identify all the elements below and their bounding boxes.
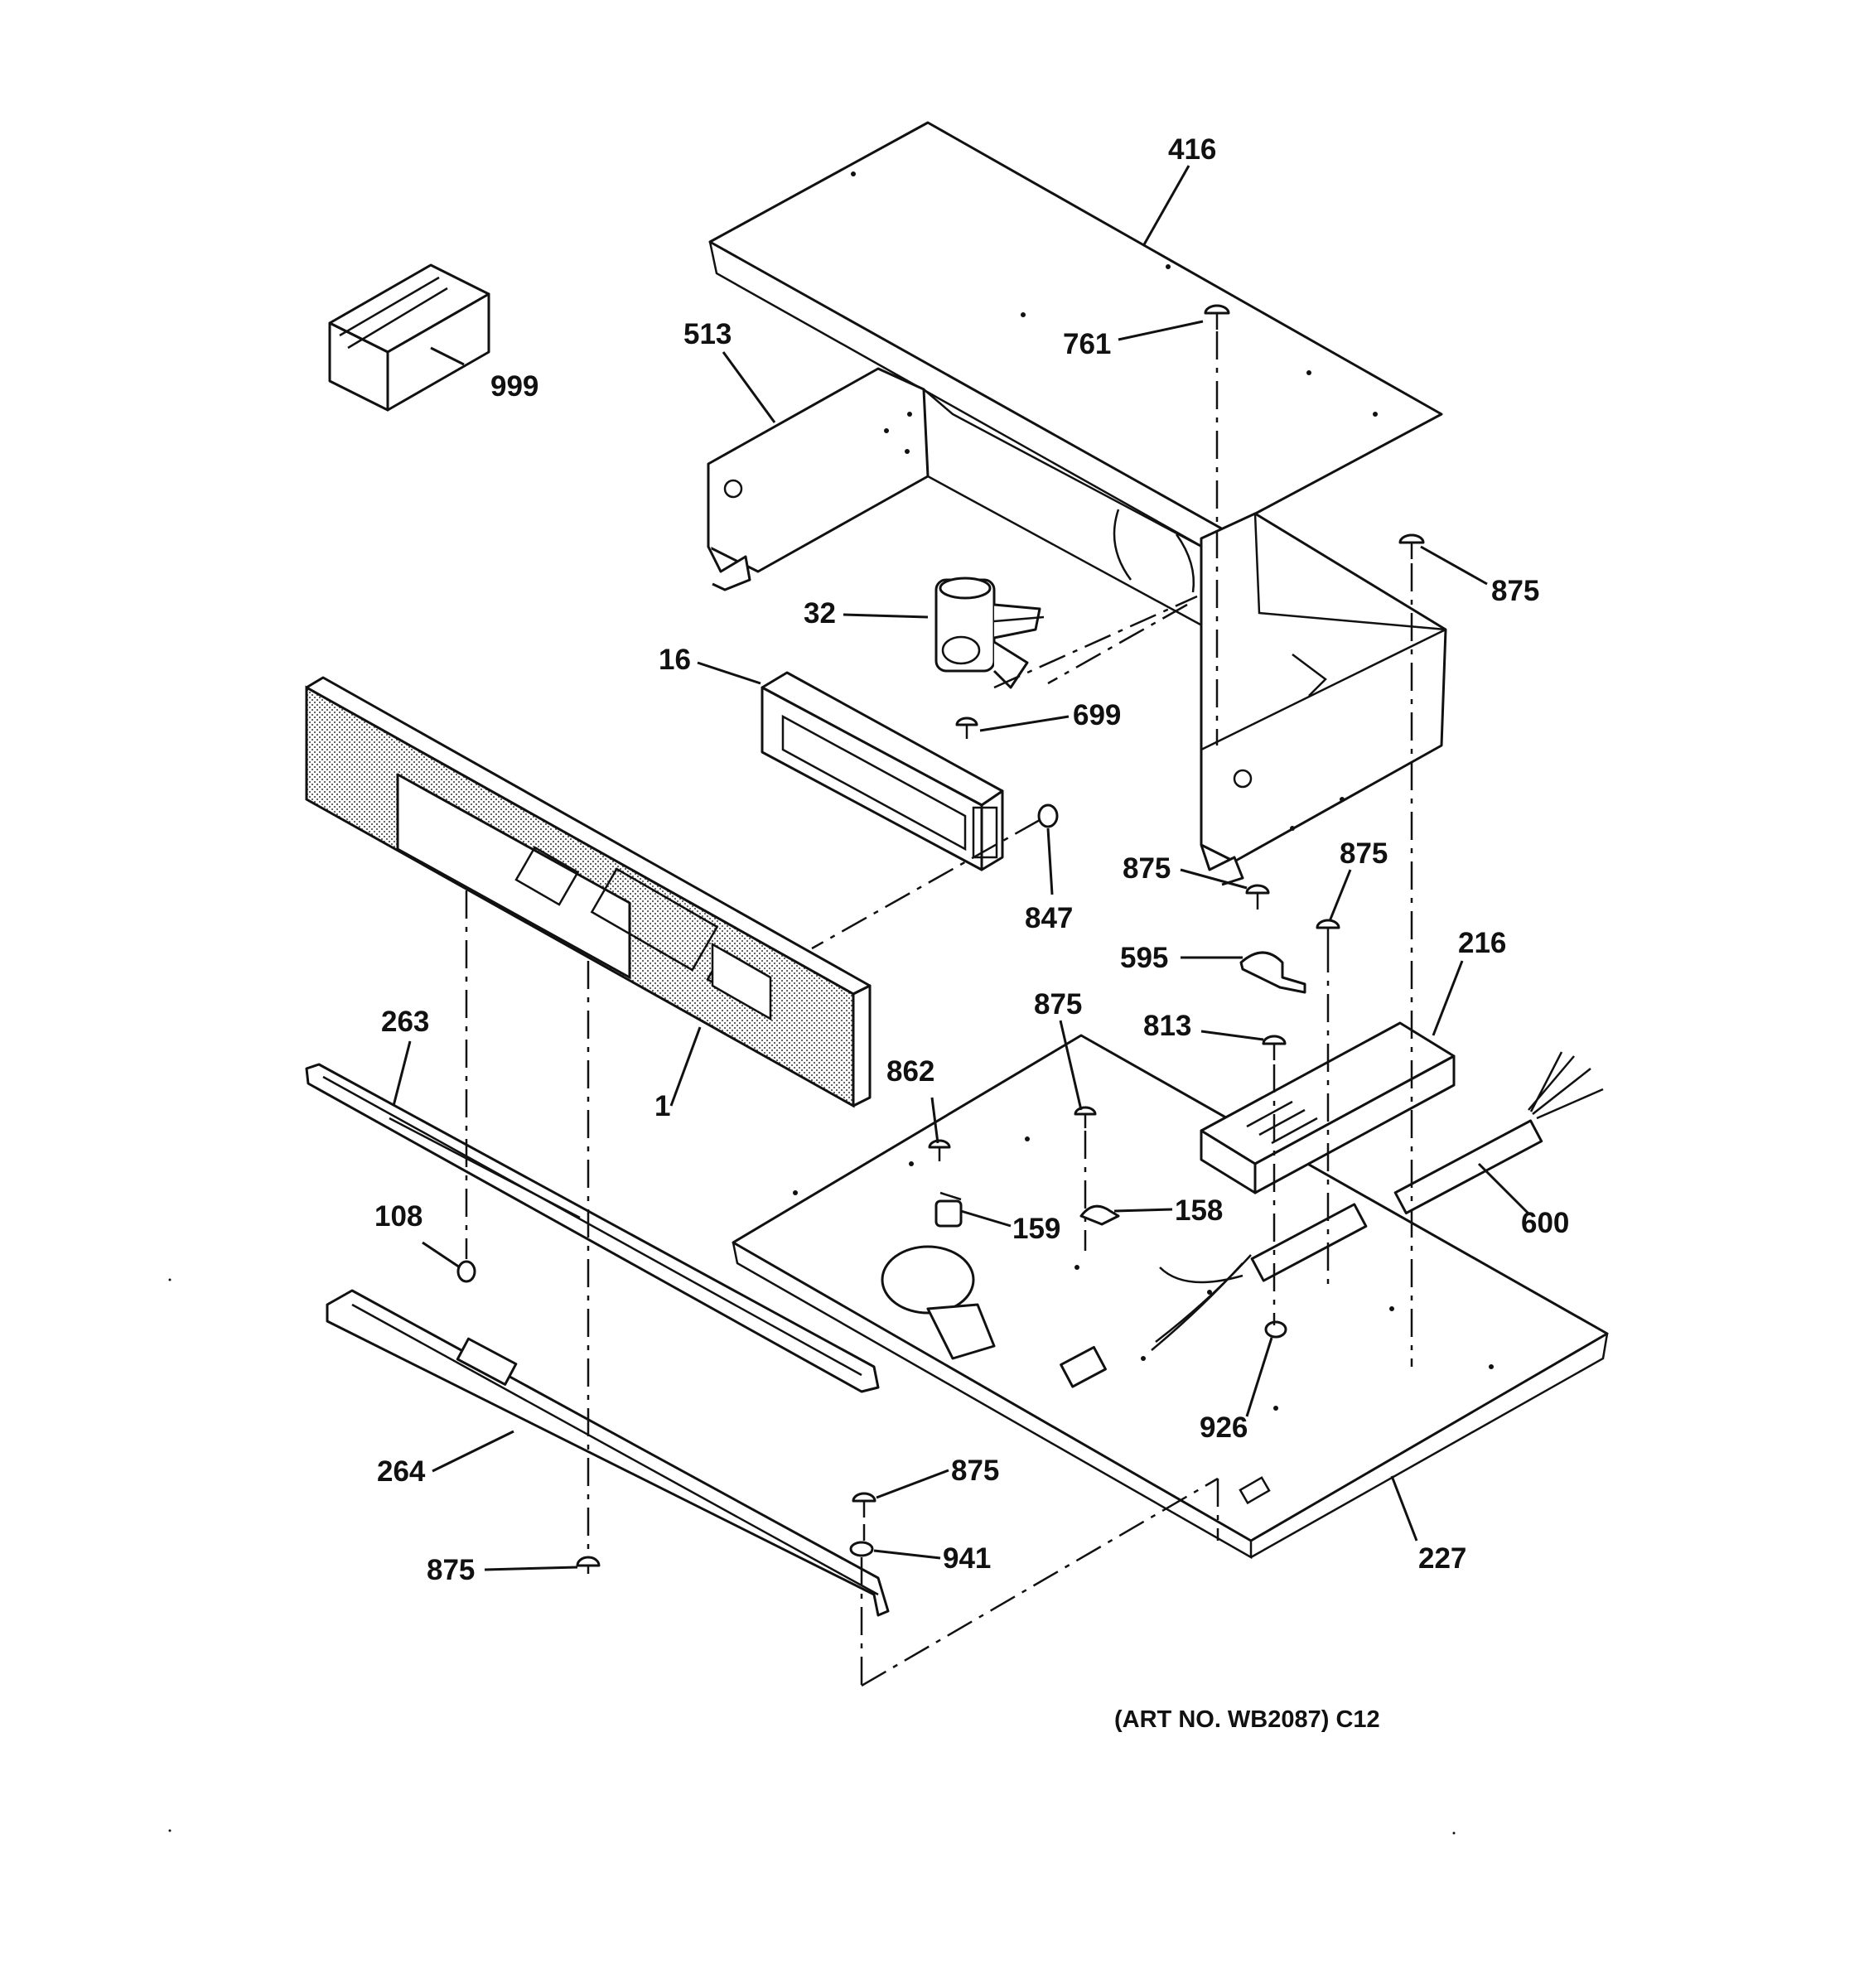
- part-513-side-panel: [707, 367, 1210, 631]
- alignment-lines: [465, 331, 1413, 1687]
- label-875-mid-left: 875: [1123, 852, 1171, 885]
- leader-lines: [392, 165, 1530, 1571]
- part-227-base-plate: [732, 1034, 1609, 1560]
- label-875-lower: 875: [951, 1455, 999, 1487]
- label-761: 761: [1063, 328, 1111, 360]
- label-16: 16: [659, 644, 691, 676]
- label-32: 32: [804, 597, 836, 630]
- label-595: 595: [1120, 942, 1168, 974]
- label-875-bottom: 875: [427, 1554, 475, 1586]
- label-847: 847: [1025, 902, 1073, 934]
- part-999-box: [328, 263, 490, 412]
- part-right-side-panel: [1200, 512, 1447, 886]
- label-999: 999: [490, 370, 538, 403]
- part-32-fan-motor: [934, 577, 1045, 689]
- label-264: 264: [377, 1455, 426, 1488]
- part-416-top-cover: [708, 121, 1443, 562]
- speck: [168, 1278, 171, 1281]
- art-number-caption: (ART NO. WB2087) C12: [1114, 1706, 1380, 1733]
- part-labels: 416 999 513 761 875 32 16 699 847 875 87…: [374, 133, 1569, 1586]
- part-1-control-panel: [305, 676, 872, 1108]
- label-699: 699: [1073, 699, 1121, 731]
- label-875-mid-right: 875: [1340, 837, 1388, 870]
- label-875-center: 875: [1034, 988, 1082, 1021]
- part-600-harness: [1060, 1051, 1604, 1388]
- part-263-trim: [305, 1063, 880, 1393]
- label-108: 108: [374, 1200, 423, 1233]
- label-600: 600: [1521, 1207, 1569, 1239]
- part-264-rail: [326, 1289, 890, 1617]
- speck: [1452, 1831, 1456, 1835]
- label-263: 263: [381, 1006, 429, 1038]
- speck: [168, 1829, 171, 1832]
- label-862: 862: [886, 1055, 934, 1088]
- label-227: 227: [1418, 1542, 1466, 1575]
- label-159: 159: [1012, 1213, 1060, 1245]
- label-513: 513: [683, 318, 732, 350]
- label-158: 158: [1175, 1194, 1223, 1227]
- label-926: 926: [1200, 1411, 1248, 1444]
- label-941: 941: [943, 1542, 991, 1575]
- label-813: 813: [1143, 1010, 1191, 1042]
- label-416: 416: [1168, 133, 1216, 166]
- label-875-top: 875: [1491, 575, 1539, 607]
- label-1: 1: [654, 1090, 670, 1122]
- part-16-control-board: [761, 671, 1004, 871]
- label-216: 216: [1458, 927, 1506, 959]
